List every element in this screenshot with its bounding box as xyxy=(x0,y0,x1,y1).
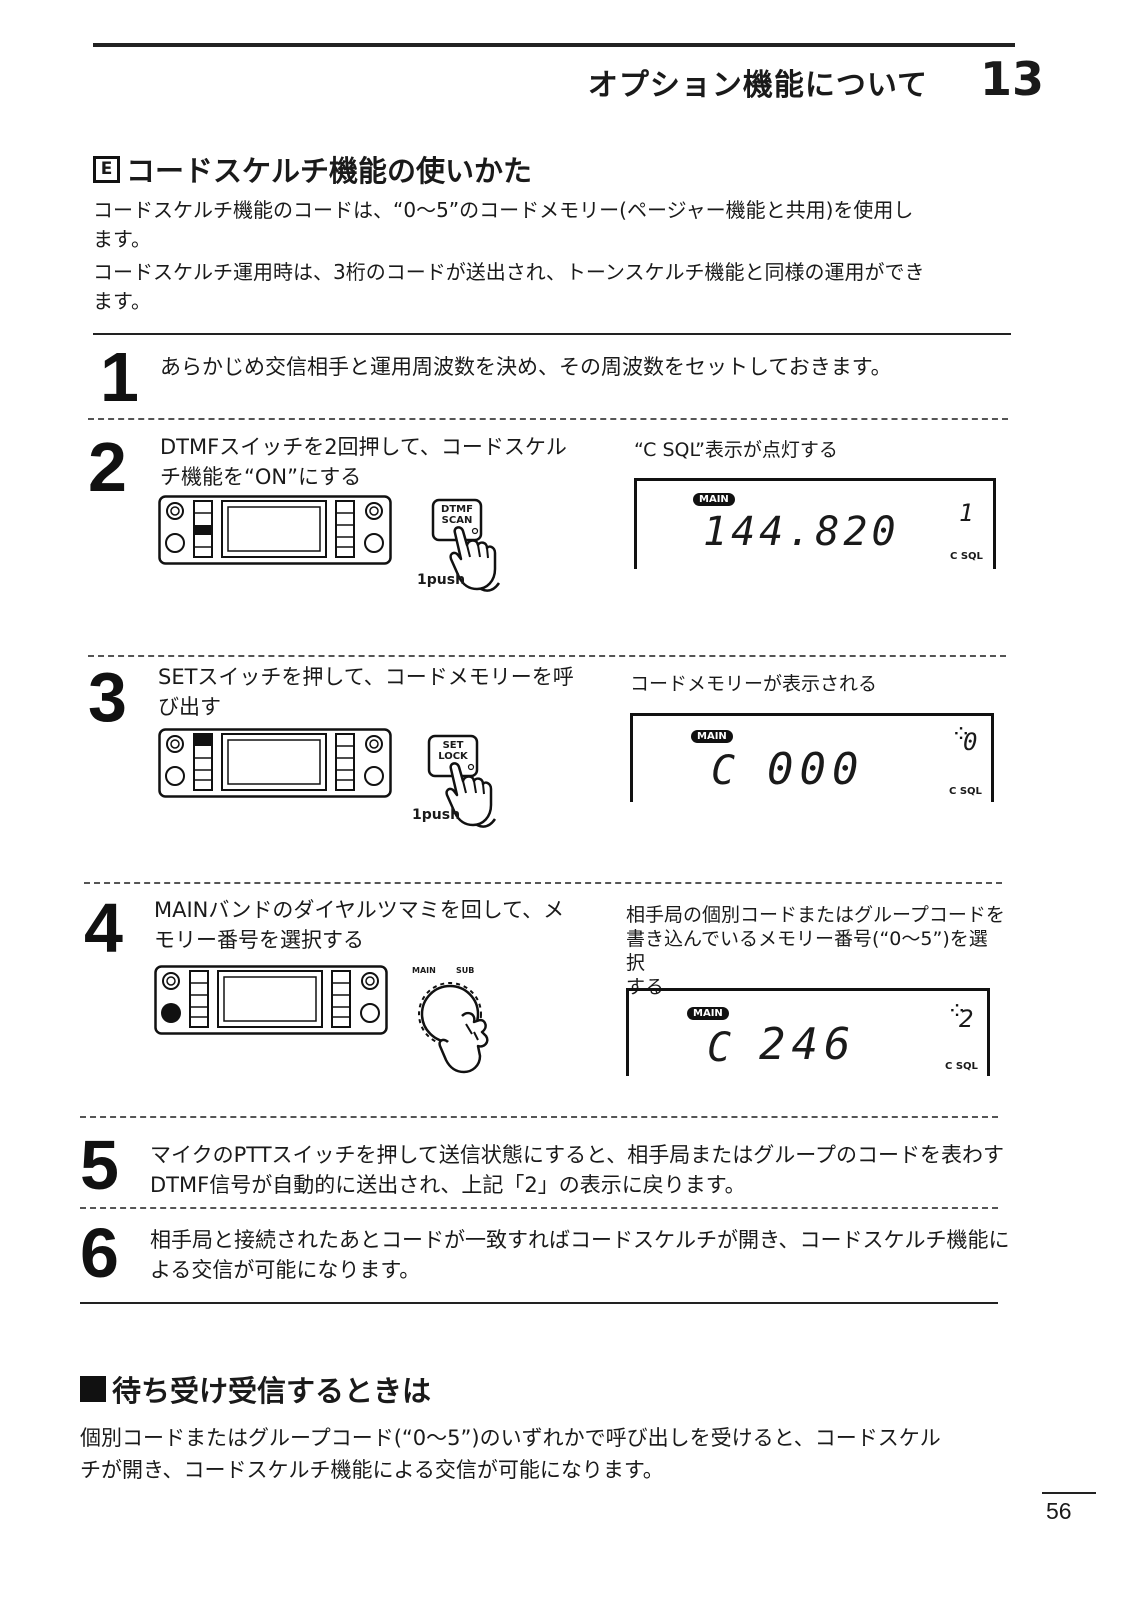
step-3-push-label: 1push xyxy=(412,807,461,823)
page-number: 56 xyxy=(1046,1498,1072,1524)
intro-2-line-1: コードスケルチ運用時は、3桁のコードが送出され、トーンスケルチ機能と同様の運用が… xyxy=(93,260,925,284)
intro-2-line-2: ます。 xyxy=(93,289,151,313)
lcd-channel: 1 xyxy=(959,499,974,527)
step-6-line-1: 相手局と接続されたあとコードが一致すればコードスケルチが開き、コードスケルチ機能… xyxy=(150,1228,1010,1252)
rotating-hand-icon xyxy=(418,982,489,1074)
step-2-line-2: チ機能を“ON”にする xyxy=(160,465,362,489)
lcd-display-step-2: MAIN 144.820 1 C SQL xyxy=(634,478,996,569)
radio-front-panel-step-2 xyxy=(158,495,392,565)
step-1-number: 1 xyxy=(100,338,139,416)
step-3-text: SETスイッチを押して、コードメモリーを呼 び出す xyxy=(158,662,574,722)
lcd-code-digits: 000 xyxy=(767,744,865,795)
section-wait-heading: 待ち受け受信するときは xyxy=(80,1368,431,1410)
step-5-text: マイクのPTTスイッチを押して送信状態にすると、相手局またはグループのコードを表… xyxy=(150,1140,1010,1200)
step-divider-4 xyxy=(80,1116,998,1118)
step-2-caption: “C SQL”表示が点灯する xyxy=(634,438,838,462)
section-e-intro-2: コードスケルチ運用時は、3桁のコードが送出され、トーンスケルチ機能と同様の運用が… xyxy=(93,258,1023,316)
main-dial-knob: MAIN SUB xyxy=(410,966,510,1076)
step-4-line-2: モリー番号を選択する xyxy=(154,928,364,952)
section-e-title: コードスケルチ機能の使いかた xyxy=(126,154,533,188)
lcd-csql-indicator: C SQL xyxy=(949,786,982,797)
section-wait-title: 待ち受け受信するときは xyxy=(112,1374,432,1408)
section-e-intro-1: コードスケルチ機能のコードは、“0〜5”のコードメモリー(ページャー機能と共用)… xyxy=(93,196,1023,254)
steps-bottom-rule xyxy=(80,1302,998,1304)
step-6-text: 相手局と接続されたあとコードが一致すればコードスケルチが開き、コードスケルチ機能… xyxy=(150,1225,1010,1285)
knob-main-label: MAIN xyxy=(412,966,436,975)
set-key-label: SET LOCK xyxy=(429,740,477,762)
step-1-line-1: あらかじめ交信相手と運用周波数を決め、その周波数をセットしておきます。 xyxy=(160,355,892,379)
chapter-number: 13 xyxy=(980,52,1045,106)
step-4-number: 4 xyxy=(84,889,123,967)
lcd-main-badge: MAIN xyxy=(691,730,733,743)
dtmf-scan-key: DTMF SCAN xyxy=(425,497,525,597)
step-5-line-1: マイクのPTTスイッチを押して送信状態にすると、相手局またはグループのコードを表… xyxy=(150,1143,1005,1167)
knob-sub-label: SUB xyxy=(456,966,475,975)
lcd-display-step-4: MAIN C 246 2 ⁘ C SQL xyxy=(626,988,990,1076)
pressing-hand-icon xyxy=(427,734,497,828)
step-5-line-2: DTMF信号が自動的に送出され、上記「2」の表示に戻ります。 xyxy=(150,1173,746,1197)
step-2-text: DTMFスイッチを2回押して、コードスケル チ機能を“ON”にする xyxy=(160,432,567,492)
intro-1-line-2: ます。 xyxy=(93,227,151,251)
step-5-number: 5 xyxy=(80,1126,119,1204)
lcd-csql-indicator: C SQL xyxy=(950,551,983,562)
step-2-line-1: DTMFスイッチを2回押して、コードスケル xyxy=(160,435,567,459)
section-e-badge: E xyxy=(93,155,120,183)
step-4-line-1: MAINバンドのダイヤルツマミを回して、メ xyxy=(154,898,565,922)
step-divider-5 xyxy=(80,1207,998,1209)
step-3-line-1: SETスイッチを押して、コードメモリーを呼 xyxy=(158,665,574,689)
lcd-main-badge: MAIN xyxy=(693,493,735,506)
dtmf-key-label: DTMF SCAN xyxy=(433,504,481,526)
step-4-caption-line-1: 相手局の個別コードまたはグループコードを xyxy=(626,904,1005,926)
page-number-rule xyxy=(1042,1492,1096,1494)
section-wait-body: 個別コードまたはグループコード(“0〜5”)のいずれかで呼び出しを受けると、コー… xyxy=(80,1422,1020,1486)
lcd-csql-indicator: C SQL xyxy=(945,1061,978,1072)
step-4-caption-line-3: する xyxy=(626,976,665,998)
header-rule xyxy=(93,43,1015,47)
step-2-push-label: 1push xyxy=(417,572,466,588)
lcd-code-prefix: C xyxy=(707,1025,732,1071)
steps-top-rule xyxy=(93,333,1011,335)
lcd-code-digits: 246 xyxy=(759,1019,857,1070)
step-4-caption-line-2: 書き込んでいるメモリー番号(“0〜5”)を選択 xyxy=(626,928,988,974)
dtmf-label: DTMF xyxy=(441,504,473,515)
step-divider-2 xyxy=(88,655,1006,657)
scan-label: SCAN xyxy=(441,515,473,526)
set-lock-key: SET LOCK xyxy=(421,733,521,833)
step-divider-3 xyxy=(84,882,1002,884)
chapter-title: オプション機能について xyxy=(587,68,928,103)
radio-front-panel-step-3 xyxy=(158,728,392,798)
step-4-caption: 相手局の個別コードまたはグループコードを 書き込んでいるメモリー番号(“0〜5”… xyxy=(626,903,1006,999)
black-square-icon xyxy=(80,1376,106,1402)
step-3-line-2: び出す xyxy=(158,695,221,719)
lcd-code-prefix: C xyxy=(711,748,736,794)
wait-body-line-2: チが開き、コードスケルチ機能による交信が可能になります。 xyxy=(80,1458,664,1482)
lcd-display-step-3: MAIN C 000 0 ⁘ C SQL xyxy=(630,713,994,802)
lcd-main-badge: MAIN xyxy=(687,1007,729,1020)
step-3-number: 3 xyxy=(88,658,127,736)
step-divider-1 xyxy=(88,418,1008,420)
wait-body-line-1: 個別コードまたはグループコード(“0〜5”)のいずれかで呼び出しを受けると、コー… xyxy=(80,1426,941,1450)
step-6-number: 6 xyxy=(80,1214,119,1292)
blink-rays-icon: ⁘ xyxy=(951,720,972,748)
lcd-frequency: 144.820 xyxy=(703,509,900,555)
lcd-memory-number: 0 xyxy=(963,728,978,756)
step-6-line-2: よる交信が可能になります。 xyxy=(150,1258,421,1282)
step-1-text: あらかじめ交信相手と運用周波数を決め、その周波数をセットしておきます。 xyxy=(160,352,892,382)
step-3-caption-line: コードメモリーが表示される xyxy=(630,673,878,695)
step-2-caption-line: “C SQL”表示が点灯する xyxy=(634,439,838,461)
blink-rays-icon: ⁘ xyxy=(947,997,968,1025)
lock-label: LOCK xyxy=(438,751,468,762)
pressing-hand-icon xyxy=(431,498,501,592)
intro-1-line-1: コードスケルチ機能のコードは、“0〜5”のコードメモリー(ページャー機能と共用)… xyxy=(93,198,914,222)
section-e-heading: E コードスケルチ機能の使いかた xyxy=(93,148,532,190)
set-label: SET xyxy=(442,740,464,751)
step-4-text: MAINバンドのダイヤルツマミを回して、メ モリー番号を選択する xyxy=(154,895,564,955)
step-2-number: 2 xyxy=(88,428,127,506)
step-3-caption: コードメモリーが表示される xyxy=(630,672,877,696)
lcd-memory-number: 2 xyxy=(959,1005,974,1033)
radio-front-panel-step-4 xyxy=(154,965,388,1035)
